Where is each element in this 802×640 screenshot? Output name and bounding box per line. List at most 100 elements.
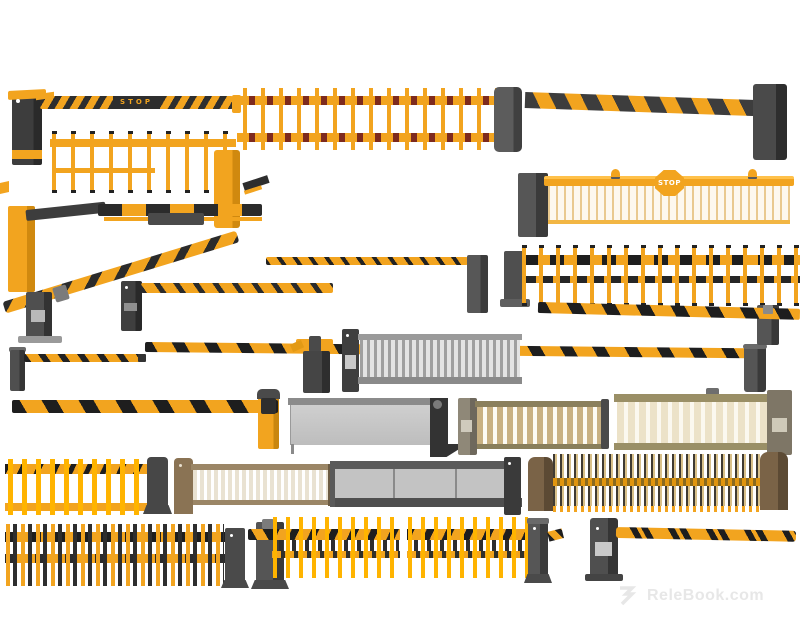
sliding-gate-post-panel — [345, 355, 356, 369]
stop-boom-indicator-dot — [16, 99, 20, 103]
panel-gate-body — [290, 405, 433, 445]
threepanel-gate-divider-1 — [393, 469, 395, 500]
folding-arm-counterweight — [148, 213, 204, 225]
dense-fence-mid-band — [553, 478, 761, 486]
sliding-gate-post-dot — [346, 334, 349, 337]
stop-sign: STOP — [655, 170, 684, 196]
cream-gate-rail-bottom — [614, 443, 792, 450]
watermark-text: ReleBook.com — [647, 587, 765, 604]
mini-boom-post — [10, 350, 25, 391]
yellow-post-clamp — [261, 398, 276, 414]
cream-gate-rail-top — [614, 394, 792, 402]
dense-fence-post-left — [528, 457, 553, 511]
panel-gate-post-foot — [430, 444, 460, 457]
picket-fence-tips-top — [52, 131, 232, 134]
stop-fence-rail-bottom — [548, 220, 790, 224]
white-gate-post — [174, 458, 193, 514]
tan-gate-rail-top — [475, 401, 609, 407]
white-gate-post-dot — [179, 464, 182, 467]
sliding-gate-slats — [360, 340, 520, 378]
threepanel-gate-divider-2 — [455, 469, 457, 500]
tan-gate-post-panel — [461, 420, 472, 432]
tan-gate-slats — [477, 407, 603, 445]
bottom-fence-post-1-dot — [230, 534, 233, 537]
bottom-fence-stub-arm — [248, 529, 292, 540]
striped-boom-arm — [524, 92, 773, 117]
crosshatch-fence-post — [504, 251, 526, 303]
white-gate-rail-bottom — [193, 500, 331, 505]
mini-boom-arm — [24, 354, 140, 362]
compact-boom-arm — [141, 283, 333, 293]
dense-fence-post-right — [760, 452, 788, 510]
picket-fence-bars — [52, 133, 232, 193]
threepanel-gate-post — [504, 457, 521, 515]
bottom-fence-post-1-base — [221, 580, 249, 588]
cream-gate-slats — [617, 402, 769, 444]
striped-boom-post — [753, 84, 787, 160]
tan-gate-end-cap — [601, 399, 609, 449]
low-boom-clamp — [763, 305, 773, 314]
mini-boom-arm-tip — [138, 354, 146, 362]
threepanel-gate-post-dot — [508, 462, 511, 465]
ladder-small-post-base — [143, 505, 172, 514]
stop-boom-arm: STOP — [40, 96, 233, 109]
bottom-fence-post-2-clamp — [262, 519, 274, 529]
ladder-small-bars — [8, 459, 148, 515]
br-boom-dot — [596, 527, 599, 530]
compact-boom-dot — [125, 286, 128, 289]
watermark: ReleBook.com — [616, 583, 764, 609]
long-boom-post-cap — [743, 344, 767, 349]
folded-tip-clamp — [309, 336, 321, 352]
tallbar-fence-post-base — [524, 574, 552, 583]
raised-boom-base — [18, 336, 62, 343]
stop-fence-lamp-right — [748, 169, 757, 179]
br-boom-base — [585, 574, 623, 581]
threepanel-gate-rail-top — [330, 461, 520, 469]
cream-gate-post-panel — [772, 418, 787, 432]
threepanel-gate-body — [333, 469, 513, 500]
tallbar-fence-post-dot — [533, 527, 536, 530]
ladder-small-post — [147, 457, 168, 509]
tallbar-fence-post-cap — [527, 518, 549, 524]
br-boom-arm — [615, 527, 797, 542]
threepanel-gate-rail-bottom — [330, 498, 522, 507]
sliding-gate-rail-bottom — [358, 377, 522, 384]
tallbar-fence-a-bars — [273, 517, 399, 578]
ladder-rail-post — [494, 87, 522, 152]
mini-boom-post-cap — [9, 347, 26, 352]
row6-boom-arm — [12, 400, 278, 413]
compact-boom-panel — [124, 303, 137, 311]
folding-arm-elbow — [25, 201, 107, 221]
white-gate-rail-top — [191, 464, 332, 470]
panel-gate-leg — [291, 444, 294, 454]
ladder-rail-bars — [243, 88, 503, 150]
threepanel-gate-left-edge — [330, 461, 335, 507]
thin-boom-arm — [266, 257, 468, 265]
ladder-rail-stub — [232, 95, 241, 113]
stop-sign-text: STOP — [658, 179, 681, 187]
cream-gate-top-clip — [706, 388, 719, 396]
panel-gate-rail-top — [288, 398, 448, 405]
long-boom-post — [744, 346, 766, 392]
dense-fence-bottom-tips — [553, 506, 761, 512]
relebook-logo-icon — [616, 585, 640, 607]
bottom-fence-post-2-base — [251, 580, 289, 589]
bottom-fence-bars — [6, 524, 224, 586]
raised-boom-cabinet-panel — [31, 310, 45, 322]
thin-boom-post — [467, 255, 488, 313]
folded-tip-cabinet — [303, 351, 330, 393]
stop-fence-lamp-left — [611, 169, 620, 179]
sliding-gate-rail-top — [358, 334, 522, 340]
stop-boom-cabinet-band — [12, 150, 42, 159]
br-boom-stub — [547, 528, 564, 542]
panel-gate-pivot — [433, 400, 442, 409]
bottom-fence-post-1 — [225, 528, 245, 584]
stop-arm-text: STOP — [113, 96, 160, 109]
tallbar-fence-post — [528, 521, 548, 577]
tan-gate-rail-bottom — [477, 444, 605, 449]
crosshatch-fence-base — [500, 299, 530, 307]
yellow-post-cap — [257, 389, 280, 399]
left-edge-wedge — [0, 181, 9, 194]
crosshatch-fence-tips-top — [522, 245, 800, 248]
